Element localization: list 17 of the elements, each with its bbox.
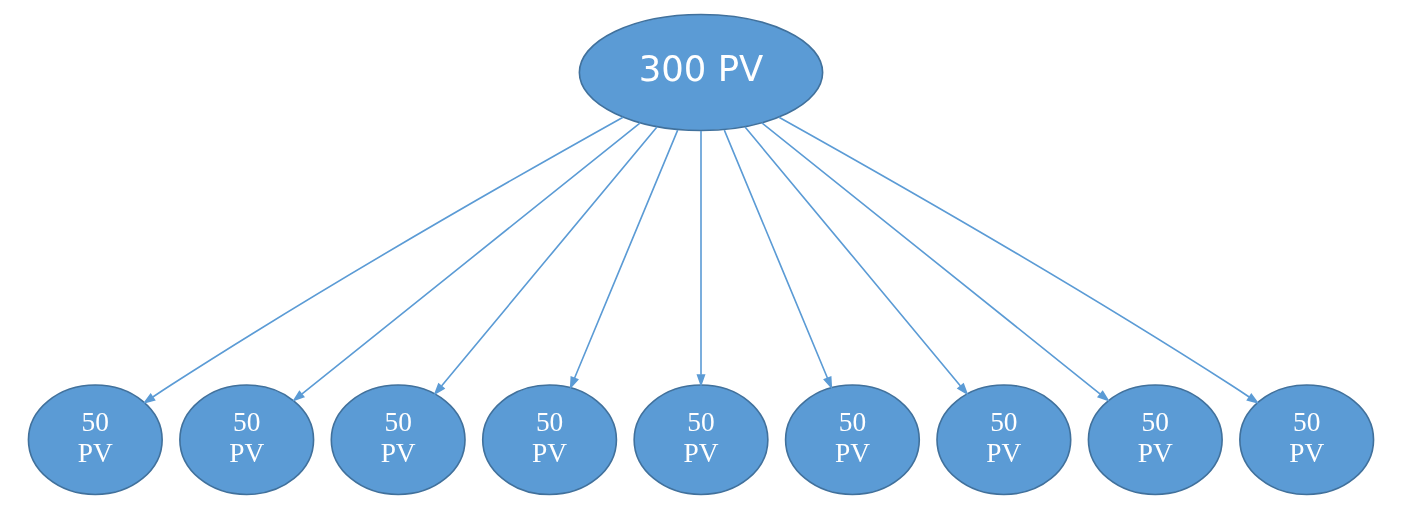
arrow [761,122,1110,402]
arrow [744,126,969,396]
arrow [292,122,641,402]
node-ellipse: 50 PV [784,384,921,496]
node-ellipse: 50 PV [27,384,163,496]
arrow [142,116,624,405]
arrow [723,129,833,390]
node-ellipse: 300 PV [578,13,824,132]
node-ellipse: 50 PV [179,384,315,496]
node-ellipse: 50 PV [633,384,769,496]
node-ellipse: 50 PV [481,384,618,496]
node-ellipse: 50 PV [1087,384,1223,496]
arrow [433,126,658,396]
arrow [778,116,1260,405]
arrow [569,129,679,390]
arrow [696,130,706,388]
node-ellipse: 50 PV [1239,384,1375,496]
